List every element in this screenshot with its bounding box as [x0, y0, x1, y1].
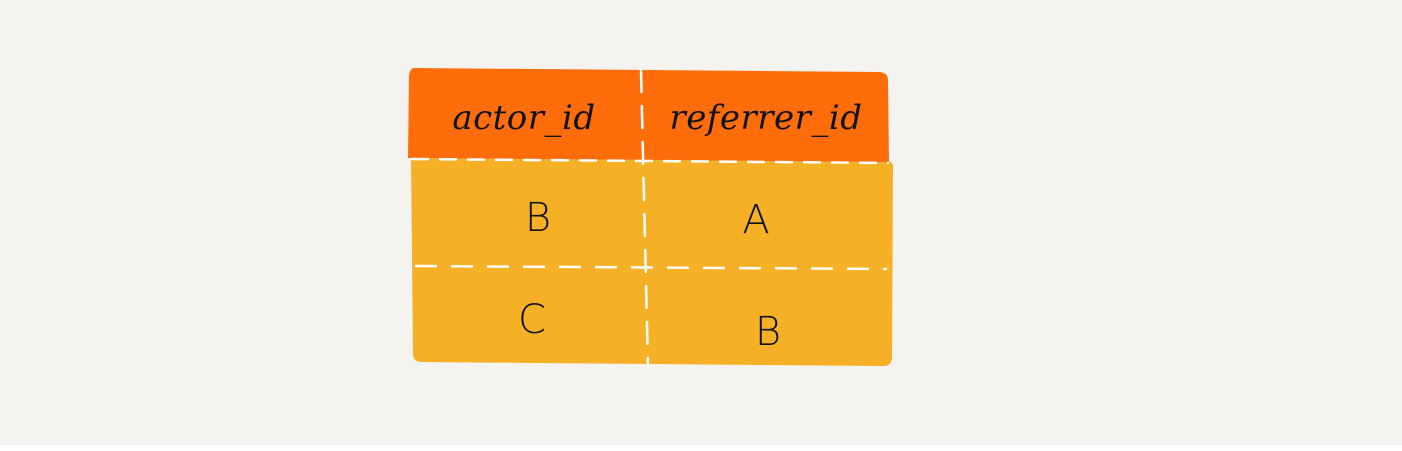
- table-cell: C: [518, 297, 546, 343]
- header-divider: [410, 157, 890, 165]
- table-cell: B: [754, 309, 782, 355]
- table-cell: B: [524, 195, 552, 241]
- column-header-referrer-id: referrer_id: [669, 98, 863, 138]
- table-header-fill: [408, 68, 889, 162]
- table-shapes: [408, 68, 894, 370]
- table-body-fill: [411, 158, 894, 366]
- table-cell: A: [742, 197, 770, 243]
- row-divider: [414, 264, 888, 271]
- table-diagram: actor_id referrer_id B A C B: [408, 66, 894, 372]
- column-header-actor-id: actor_id: [452, 98, 596, 138]
- column-divider: [639, 68, 650, 370]
